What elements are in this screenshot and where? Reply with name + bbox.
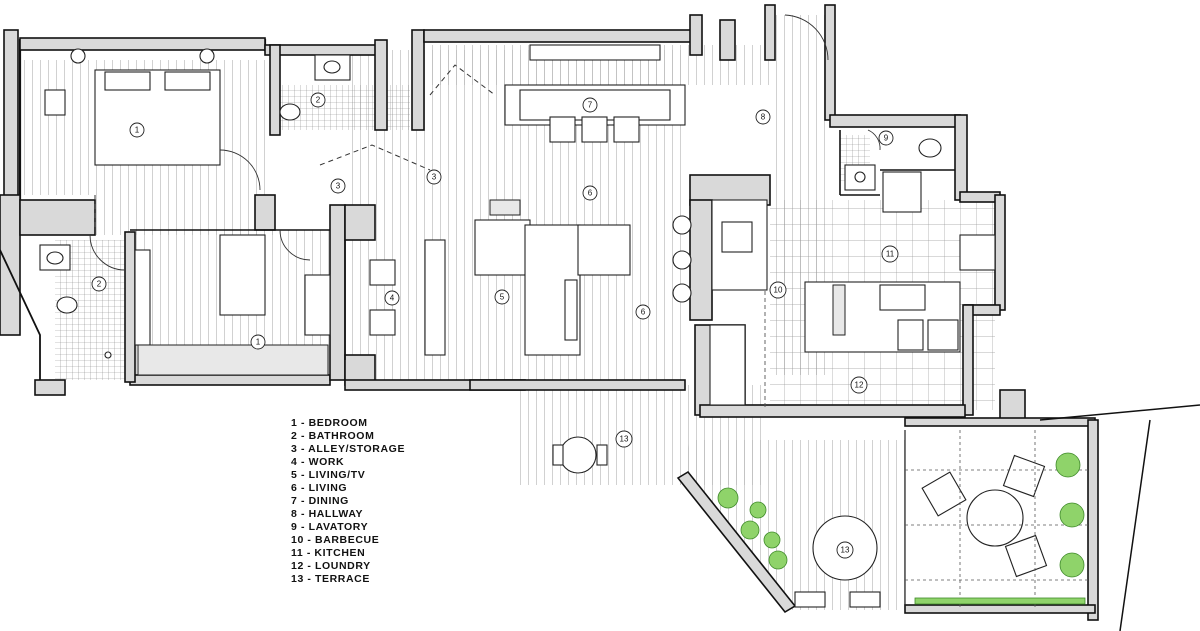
bathroom-fixtures [39, 54, 942, 359]
svg-text:1: 1 [256, 338, 261, 347]
room-tag-terrace: 13 [615, 430, 633, 448]
room-tag-alley-storage: 3 [426, 169, 442, 185]
legend-item: 10 - BARBECUE [291, 534, 380, 546]
legend-item: 1 - BEDROOM [291, 417, 368, 429]
doors [89, 14, 881, 271]
svg-text:7: 7 [588, 101, 593, 110]
room-tag-bedroom: 1 [250, 334, 266, 350]
svg-text:2: 2 [316, 96, 321, 105]
svg-text:3: 3 [432, 173, 437, 182]
legend-item: 8 - HALLWAY [291, 508, 364, 520]
svg-text:10: 10 [774, 286, 783, 295]
room-tag-bathroom: 2 [91, 276, 107, 292]
terrace-furniture [552, 430, 1088, 610]
svg-text:3: 3 [336, 182, 341, 191]
room-tag-kitchen: 11 [881, 245, 899, 263]
legend-item: 2 - BATHROOM [291, 430, 375, 442]
svg-text:4: 4 [390, 294, 395, 303]
room-tag-terrace: 13 [836, 541, 854, 559]
partitions [130, 130, 955, 410]
svg-text:9: 9 [884, 134, 889, 143]
svg-text:11: 11 [886, 250, 895, 259]
svg-text:2: 2 [97, 280, 102, 289]
legend-item: 5 - LIVING/TV [291, 469, 366, 481]
legend-item: 9 - LAVATORY [291, 521, 369, 533]
room-tag-laundry: 12 [850, 376, 868, 394]
room-tag-alley-storage: 3 [330, 178, 346, 194]
svg-text:13: 13 [620, 435, 629, 444]
plants [717, 452, 1086, 605]
bedroom-furniture [44, 48, 331, 376]
room-legend: 1 - BEDROOM 2 - BATHROOM 3 - ALLEY/STORA… [291, 417, 405, 586]
svg-text:1: 1 [135, 126, 140, 135]
room-tag-living: 6 [635, 304, 651, 320]
svg-text:12: 12 [855, 381, 864, 390]
legend-item: 11 - KITCHEN [291, 547, 366, 559]
svg-text:8: 8 [761, 113, 766, 122]
room-tag-lavatory: 9 [878, 130, 894, 146]
room-tag-dining: 7 [582, 97, 598, 113]
legend-item: 3 - ALLEY/STORAGE [291, 443, 406, 455]
svg-text:6: 6 [588, 189, 593, 198]
legend-item: 6 - LIVING [291, 482, 348, 494]
svg-text:13: 13 [841, 546, 850, 555]
room-tag-barbecue: 10 [769, 281, 787, 299]
room-tag-bedroom: 1 [129, 122, 145, 138]
legend-item: 13 - TERRACE [291, 573, 370, 585]
room-tag-living: 6 [582, 185, 598, 201]
legend-item: 12 - LOUNDRY [291, 560, 371, 572]
room-tag-living-tv: 5 [494, 289, 510, 305]
room-tag-hallway: 8 [755, 109, 771, 125]
kitchen-furniture [709, 171, 996, 406]
room-tag-work: 4 [384, 290, 400, 306]
svg-text:6: 6 [641, 308, 646, 317]
legend-item: 4 - WORK [291, 456, 345, 468]
room-tag-bathroom: 2 [310, 92, 326, 108]
legend-item: 7 - DINING [291, 495, 349, 507]
svg-text:5: 5 [500, 293, 505, 302]
